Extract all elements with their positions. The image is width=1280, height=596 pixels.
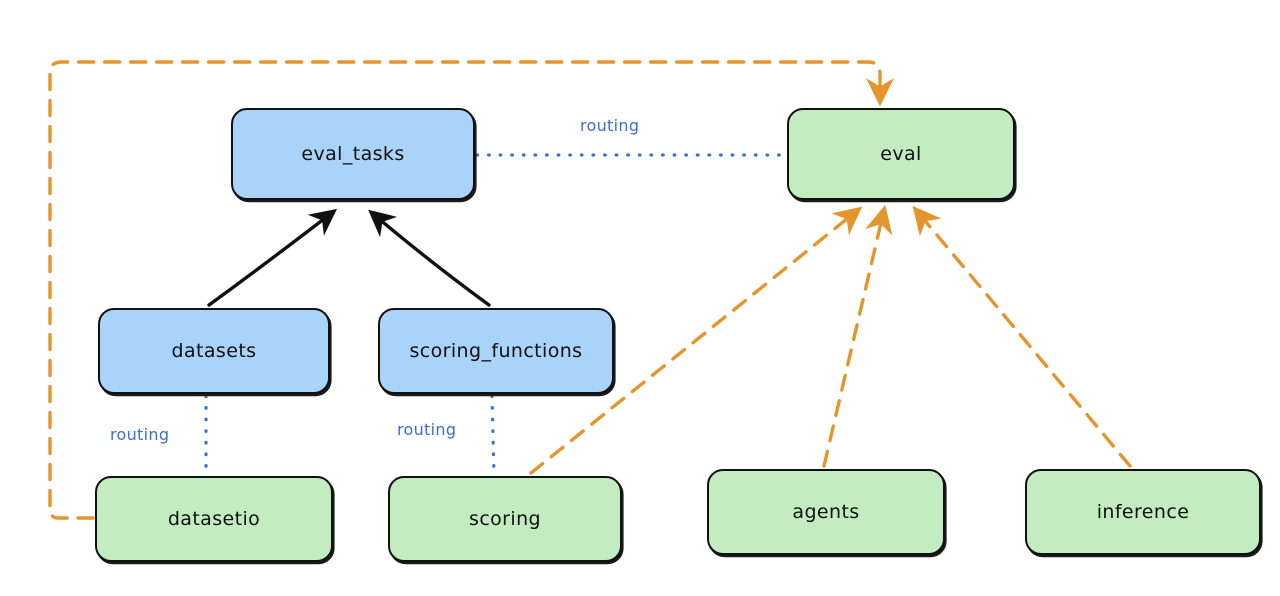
node-inference[interactable]: inference [1025, 469, 1261, 555]
node-label-eval: eval [880, 143, 922, 165]
node-agents[interactable]: agents [707, 469, 945, 555]
node-label-agents: agents [792, 501, 860, 523]
edge-label-routing-scoring: routing [397, 420, 457, 439]
node-label-inference: inference [1096, 501, 1190, 523]
node-scoring[interactable]: scoring [388, 476, 622, 562]
node-eval-tasks[interactable]: eval_tasks [231, 108, 475, 200]
edge-datasets-to-eval-tasks [207, 208, 338, 307]
node-label-scoring-functions: scoring_functions [409, 340, 583, 362]
node-label-datasetio: datasetio [167, 508, 261, 530]
edge-datasetio-to-eval [48, 60, 894, 520]
edge-agents-to-eval [822, 204, 893, 468]
edge-label-routing-datasetio: routing [110, 425, 170, 444]
edge-inference-to-eval [912, 205, 1132, 468]
edge-scoring-functions-to-scoring [490, 394, 496, 476]
node-scoring-functions[interactable]: scoring_functions [378, 308, 614, 394]
node-label-scoring: scoring [469, 508, 541, 530]
edge-label-routing-eval: routing [580, 116, 640, 135]
node-label-eval-tasks: eval_tasks [301, 143, 405, 165]
node-datasets[interactable]: datasets [98, 308, 330, 394]
node-eval[interactable]: eval [787, 108, 1015, 200]
edge-scoring-to-eval [529, 206, 863, 475]
node-label-datasets: datasets [171, 340, 257, 362]
node-datasetio[interactable]: datasetio [95, 476, 333, 562]
edge-scoring-functions-to-eval-tasks [368, 209, 491, 307]
